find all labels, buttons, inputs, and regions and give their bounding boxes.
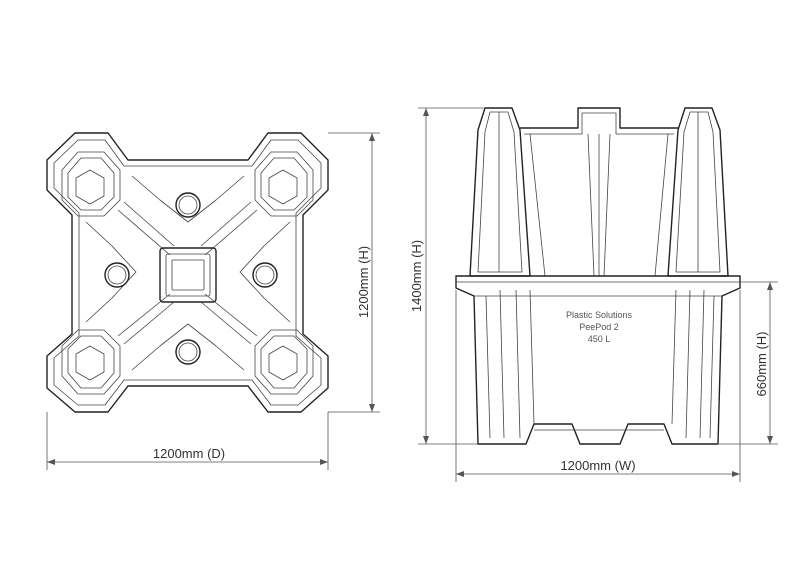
side-view-upper (469, 107, 729, 277)
corner-pocket-bottom-left (61, 329, 121, 395)
side-view-lower-height-label: 660mm (H) (754, 331, 769, 396)
top-view-depth-label: 1200mm (D) (153, 446, 225, 461)
side-view-width-label: 1200mm (W) (560, 458, 635, 473)
port-bottom (175, 339, 201, 365)
label-brand: Plastic Solutions (566, 310, 633, 320)
side-view: Plastic Solutions PeePod 2 450 L 1400mm … (409, 107, 778, 482)
side-view-lower (455, 275, 741, 445)
top-view-outline (46, 132, 329, 413)
port-left (104, 262, 130, 288)
product-label: Plastic Solutions PeePod 2 450 L (566, 310, 633, 344)
corner-pocket-bottom-right (254, 329, 314, 395)
dimension-depth-top-view: 1200mm (D) (46, 412, 329, 470)
top-view-height-label: 1200mm (H) (356, 246, 371, 318)
corner-pocket-top-right (254, 151, 314, 217)
dimension-total-height: 1400mm (H) (409, 107, 485, 445)
top-view: 1200mm (H) 1200mm (D) (46, 132, 380, 470)
port-right (252, 262, 278, 288)
dimension-width: 1200mm (W) (455, 290, 741, 482)
port-top (175, 192, 201, 218)
dimension-height-top-view: 1200mm (H) (328, 132, 380, 413)
corner-pocket-top-left (61, 151, 121, 217)
x-ribs (85, 175, 291, 371)
dimension-lower-height: 660mm (H) (718, 281, 778, 445)
center-opening (159, 247, 217, 303)
label-capacity: 450 L (588, 334, 611, 344)
label-model: PeePod 2 (579, 322, 619, 332)
side-view-total-height-label: 1400mm (H) (409, 240, 424, 312)
